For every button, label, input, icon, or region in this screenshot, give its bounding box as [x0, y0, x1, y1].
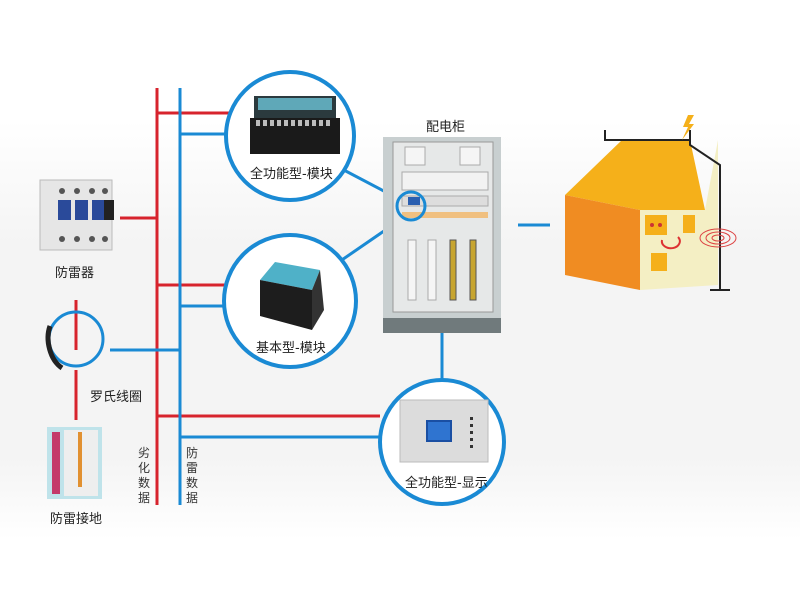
surge-protector-image [39, 179, 114, 251]
lightning-rod-wire [604, 130, 721, 290]
display-label: 全功能型-显示 [405, 476, 488, 491]
full-module-device [250, 96, 340, 154]
display-device [399, 399, 489, 463]
cabinet-highlight-circle [395, 190, 427, 222]
rogowski-coil-label: 罗氏线圈 [90, 390, 143, 405]
rogowski-cable [45, 325, 64, 371]
degradation-data-label: 劣化数据 [137, 446, 150, 505]
cabinet-label: 配电柜 [426, 120, 466, 135]
basic-module-label: 基本型-模块 [256, 341, 326, 356]
lightning-bolt-icon [682, 115, 694, 140]
full-module-label: 全功能型-模块 [250, 167, 333, 182]
cabinet-image [383, 137, 501, 333]
grounding-image [47, 427, 102, 499]
house-illustration [565, 115, 737, 291]
induction-rings-icon [699, 228, 737, 248]
basic-module-device [260, 262, 324, 330]
grounding-label: 防雷接地 [50, 512, 103, 527]
lightning-data-label: 防雷数据 [185, 446, 198, 505]
surge-protector-label: 防雷器 [55, 266, 95, 281]
